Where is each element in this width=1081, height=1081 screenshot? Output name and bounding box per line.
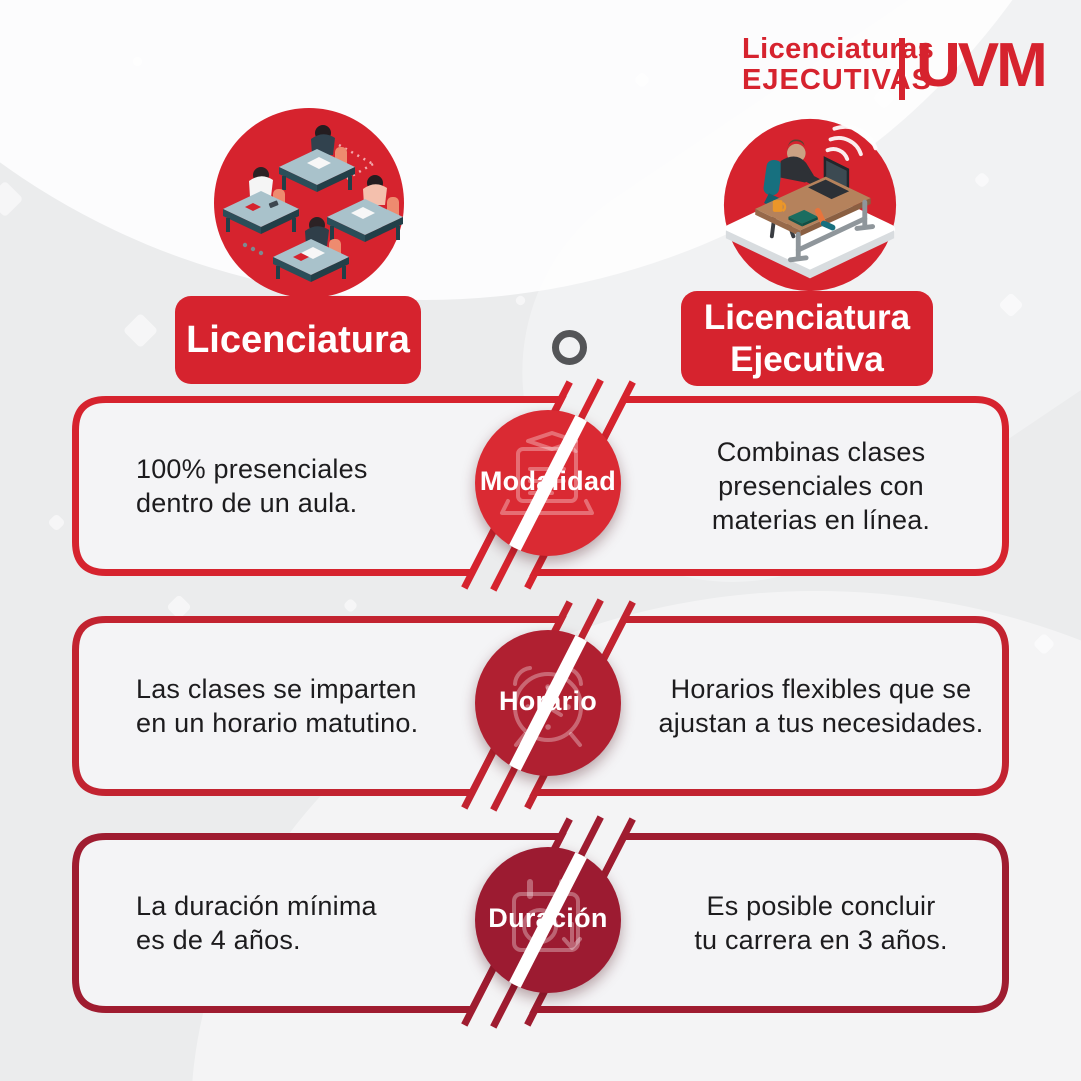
online-study-desk-illustration <box>723 118 897 292</box>
left-card-shape <box>72 396 567 576</box>
badge-label: Horario <box>498 686 598 716</box>
confetti-diamond <box>0 180 24 218</box>
laptop-graduation-icon <box>500 431 594 515</box>
left-card-text: 100% presenciales dentro de un aula. <box>136 454 368 518</box>
right-card-text: Horarios flexibles que se ajustan a tus … <box>658 674 984 738</box>
logo-wordmark: Licenciaturas EJECUTIVAS <box>742 34 934 96</box>
uvm-logo: UVM <box>916 31 1048 100</box>
logo-divider <box>899 38 905 100</box>
option-licenciatura: Licenciatura <box>175 296 421 384</box>
comparison-row-horario: Horario Las clases se imparten en un hor… <box>70 598 1011 812</box>
option-label: Licenciatura <box>186 318 410 361</box>
badge-label: Duración <box>488 903 608 933</box>
left-card-shape <box>72 833 567 1013</box>
calendar-deadline-icon <box>512 879 582 952</box>
option-licenciatura-ejecutiva: Licenciatura Ejecutiva <box>681 291 933 386</box>
right-card-shape <box>529 833 1009 1013</box>
right-card-shape <box>529 396 1009 576</box>
badge-label: Modalidad <box>479 466 617 496</box>
left-card-text: Las clases se imparten en un horario mat… <box>136 674 419 738</box>
left-card-text: La duración mínima es de 4 años. <box>136 891 377 955</box>
alarm-clock-icon <box>513 666 583 747</box>
confetti-diamond <box>47 513 66 532</box>
row-shape <box>72 598 1009 812</box>
right-card-text: Es posible concluir tu carrera en 3 años… <box>694 891 948 955</box>
logo-line2: EJECUTIVAS <box>742 64 932 96</box>
comparison-row-modalidad: Modalidad 100% presenciales dentro de un… <box>70 378 1011 592</box>
comparison-row-duracion: Duración La duración mínima es de 4 años… <box>70 815 1011 1029</box>
row-shape <box>72 815 1009 1029</box>
option-label: Licenciatura <box>703 297 911 337</box>
option-label: Ejecutiva <box>730 339 884 379</box>
confetti-diamond <box>514 294 527 307</box>
right-card-text: Combinas clases presenciales con materia… <box>711 437 931 535</box>
classroom-students-illustration <box>214 108 404 298</box>
right-card-shape <box>529 616 1009 796</box>
left-card-shape <box>72 616 567 796</box>
connector-o-icon <box>552 330 587 365</box>
row-shape <box>72 378 1009 592</box>
confetti-diamond <box>342 597 359 614</box>
confetti-diamond <box>122 312 159 349</box>
logo-line1: Licenciaturas <box>742 33 935 65</box>
